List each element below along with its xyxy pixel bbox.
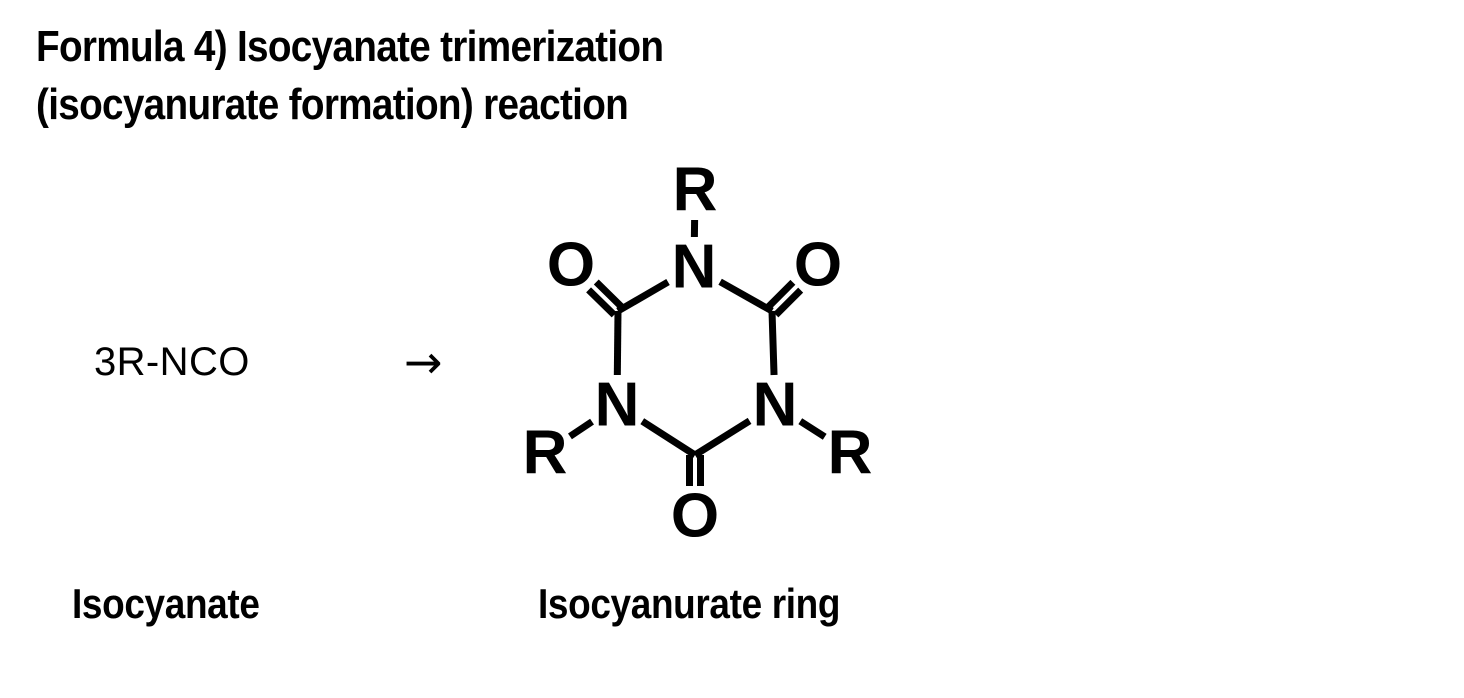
title-line-2: (isocyanurate formation) reaction bbox=[36, 80, 629, 129]
bond-cur-our bbox=[765, 279, 804, 318]
atom-label-r-lower-right: R bbox=[828, 419, 873, 488]
bond-nll-rll bbox=[568, 418, 594, 440]
caption-isocyanurate-ring: Isocyanurate ring bbox=[538, 580, 841, 627]
atom-label-o-upper-left: O bbox=[547, 231, 595, 300]
bond-line bbox=[640, 418, 697, 458]
atom-label-o-upper-right: O bbox=[794, 231, 842, 300]
bond-line bbox=[616, 279, 670, 315]
atom-label-o-bottom: O bbox=[671, 482, 719, 551]
bond-line bbox=[586, 287, 617, 318]
bond-nll-cbot bbox=[640, 418, 697, 458]
bond-line bbox=[718, 278, 774, 315]
bond-line bbox=[768, 310, 778, 376]
reactant-formula: 3R-NCO bbox=[94, 340, 250, 384]
bond-line bbox=[693, 417, 752, 458]
bond-line bbox=[613, 310, 622, 376]
atom-label-r-top: R bbox=[673, 156, 718, 225]
bond-nlr-rlr bbox=[798, 418, 827, 440]
bond-cbot-obot bbox=[686, 455, 704, 486]
atom-label-n-lower-right: N bbox=[753, 371, 798, 440]
bond-cul-nll bbox=[613, 310, 622, 376]
bond-line bbox=[593, 279, 625, 310]
title-line-1: Formula 4) Isocyanate trimerization bbox=[36, 22, 664, 71]
bond-ntop-cur bbox=[718, 278, 774, 315]
bond-layer bbox=[568, 219, 827, 486]
bond-cul-oul bbox=[586, 279, 625, 318]
bond-nlr-cbot bbox=[693, 417, 752, 458]
bond-cur-nlr bbox=[768, 310, 778, 376]
atom-label-n-top: N bbox=[672, 233, 717, 302]
bond-line bbox=[568, 418, 594, 440]
bond-line bbox=[765, 279, 796, 310]
atom-label-r-lower-left: R bbox=[523, 419, 568, 488]
reaction-arrow-icon: → bbox=[404, 335, 443, 389]
atom-label-n-lower-left: N bbox=[595, 371, 640, 440]
caption-isocyanate: Isocyanate bbox=[72, 580, 260, 627]
figure-title: Formula 4) Isocyanate trimerization (iso… bbox=[36, 18, 1036, 134]
bond-line bbox=[773, 287, 804, 318]
bond-line bbox=[798, 418, 827, 440]
bond-ntop-cul bbox=[616, 279, 670, 315]
